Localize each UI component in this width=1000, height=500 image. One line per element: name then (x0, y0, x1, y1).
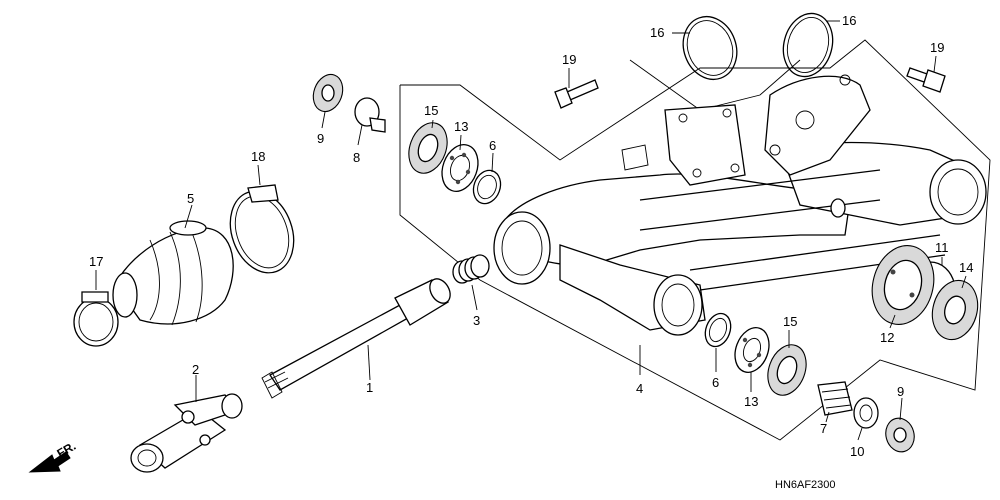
bearing-13-upper[interactable] (436, 140, 484, 197)
label-part-5: 5 (187, 191, 194, 206)
boot-7[interactable] (817, 381, 853, 416)
seal-6-lower[interactable] (701, 310, 735, 350)
bearing-13-lower[interactable] (729, 323, 775, 377)
leader-lines (95, 20, 967, 441)
o-ring-16-left[interactable] (675, 9, 746, 87)
label-part-10: 10 (850, 444, 864, 459)
label-part-16: 16 (650, 25, 664, 40)
bearing-15-lower[interactable] (761, 339, 813, 400)
drive-shaft-1[interactable] (261, 275, 454, 399)
bolt-19-right[interactable] (906, 67, 946, 93)
label-part-15: 15 (424, 103, 438, 118)
label-part-17: 17 (89, 254, 103, 269)
label-part-6: 6 (489, 138, 496, 153)
label-part-12: 12 (880, 330, 894, 345)
label-part-13: 13 (454, 119, 468, 134)
band-17[interactable] (73, 291, 119, 347)
label-part-3: 3 (473, 313, 480, 328)
label-part-6: 6 (712, 375, 719, 390)
band-18[interactable] (219, 182, 304, 281)
cap-8[interactable] (354, 97, 386, 133)
label-part-13: 13 (744, 394, 758, 409)
cap-9-lower[interactable] (882, 415, 918, 455)
label-part-19: 19 (562, 52, 576, 67)
front-direction-indicator: FR. (28, 439, 78, 473)
spring-3[interactable] (452, 254, 490, 284)
label-part-16: 16 (842, 13, 856, 28)
diagram-code: HN6AF2300 (775, 479, 836, 491)
front-arrow-icon (28, 451, 71, 473)
universal-joint-2[interactable] (130, 393, 243, 473)
label-part-14: 14 (959, 260, 973, 275)
cap-9-upper[interactable] (308, 70, 347, 115)
label-part-7: 7 (820, 421, 827, 436)
bearing-15-upper[interactable] (402, 117, 454, 178)
assembly-outline (399, 39, 991, 441)
bearing-12[interactable] (864, 239, 943, 332)
label-part-9: 9 (317, 131, 324, 146)
label-part-2: 2 (192, 362, 199, 377)
label-part-4: 4 (636, 381, 643, 396)
swingarm-part[interactable] (493, 74, 987, 336)
seal-14[interactable] (926, 275, 984, 344)
label-part-18: 18 (251, 149, 265, 164)
label-part-15: 15 (783, 314, 797, 329)
boot-5[interactable] (112, 220, 234, 326)
bolt-19-left[interactable] (554, 79, 599, 109)
label-part-1: 1 (366, 380, 373, 395)
label-part-9: 9 (897, 384, 904, 399)
seal-6-upper[interactable] (469, 167, 505, 208)
label-part-19: 19 (930, 40, 944, 55)
part-labels: 1 2 3 4 5 6 6 7 8 9 9 10 11 12 13 13 14 … (89, 13, 973, 459)
nut-10[interactable] (853, 397, 879, 429)
label-part-11: 11 (935, 240, 949, 255)
label-part-8: 8 (353, 150, 360, 165)
o-ring-16-right[interactable] (777, 8, 840, 82)
